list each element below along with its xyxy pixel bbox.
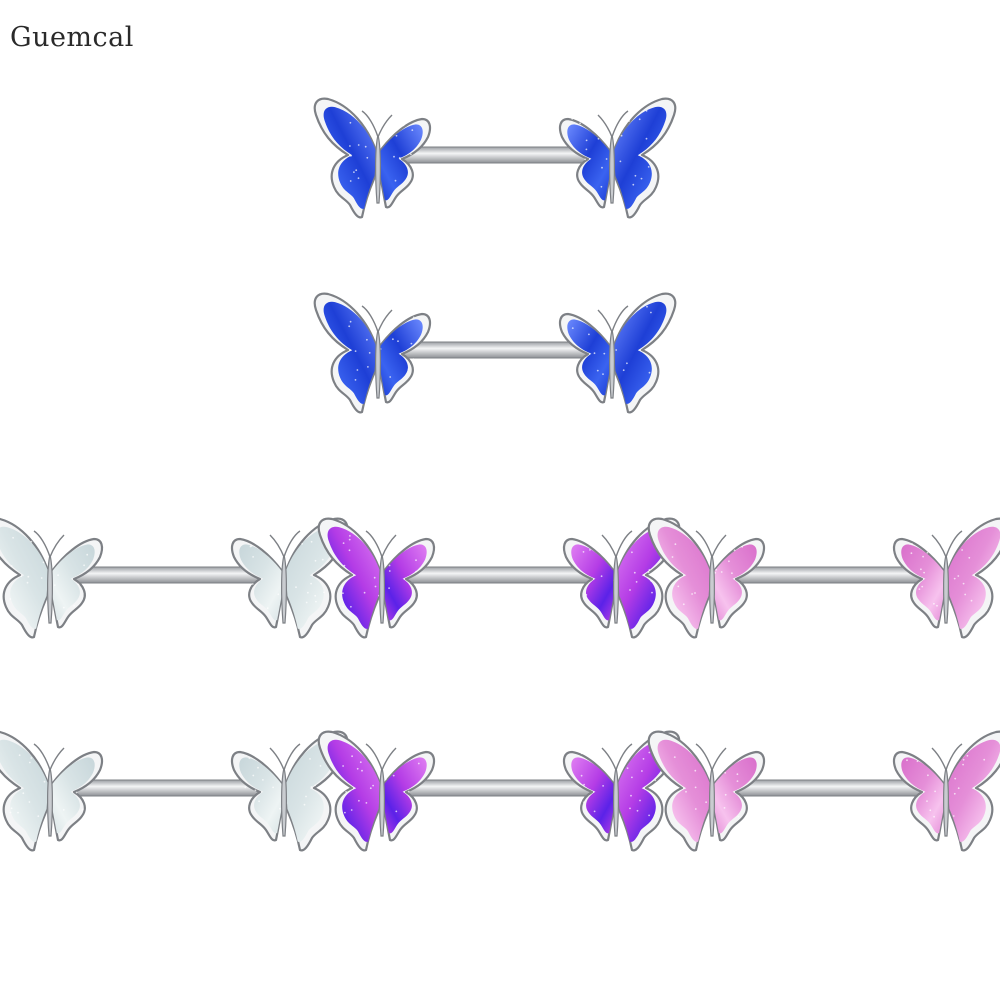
brand-logo: Guemcal xyxy=(10,22,134,53)
barbell-pink-opal-1 xyxy=(647,515,1000,645)
barbell-white-opal-2 xyxy=(0,728,349,858)
barbell-purple-2 xyxy=(317,728,681,858)
barbell-white-opal-1 xyxy=(0,515,349,645)
barbell-purple-1 xyxy=(317,515,681,645)
butterfly-barbell-image xyxy=(0,517,349,639)
barbell-blue-1 xyxy=(313,95,677,225)
butterfly-barbell-image xyxy=(313,97,677,219)
butterfly-barbell-image xyxy=(317,730,681,852)
barbell-pink-opal-2 xyxy=(647,728,1000,858)
barbell-blue-2 xyxy=(313,290,677,420)
butterfly-barbell-image xyxy=(317,517,681,639)
butterfly-barbell-image xyxy=(0,730,349,852)
butterfly-barbell-image xyxy=(647,730,1000,852)
butterfly-barbell-image xyxy=(313,292,677,414)
butterfly-barbell-image xyxy=(647,517,1000,639)
